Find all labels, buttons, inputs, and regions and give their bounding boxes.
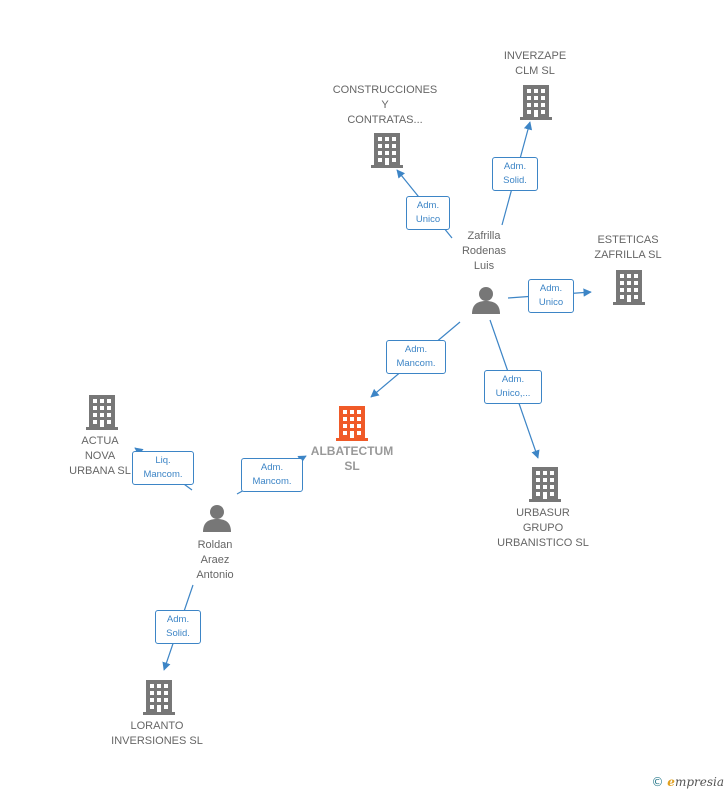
relation-label-line: Adm. [404, 344, 428, 355]
node-label-line: INVERZAPE [503, 50, 567, 62]
node-label-inverzape[interactable]: INVERZAPE CLM SL [475, 49, 595, 79]
node-label-line: CLM SL [515, 65, 555, 77]
node-label-line: Rodenas [461, 245, 507, 257]
relation-label-line: Mancom. [396, 358, 436, 369]
brand-e: e [667, 775, 675, 789]
node-label-line: ALBATECTUM [310, 444, 394, 458]
building-icon[interactable] [86, 395, 118, 430]
node-label-esteticas[interactable]: ESTETICAS ZAFRILLA SL [568, 233, 688, 263]
relation-label-roldan-actua[interactable]: Liq. Mancom. [132, 451, 194, 485]
node-label-line: INVERSIONES SL [111, 735, 203, 747]
node-label-line: ESTETICAS [597, 234, 659, 246]
relation-label-zafrilla-inverzape[interactable]: Adm. Solid. [492, 157, 538, 191]
node-label-line: NOVA [84, 450, 116, 462]
node-label-line: Antonio [196, 569, 234, 581]
relation-label-zafrilla-construcciones[interactable]: Adm. Unico [406, 196, 450, 230]
relation-label-line: Adm. [501, 374, 525, 385]
relation-label-line: Adm. [503, 161, 527, 172]
relation-label-line: Adm. [166, 614, 190, 625]
relation-label-line: Unico [538, 297, 564, 308]
person-icon[interactable] [203, 505, 231, 532]
node-label-line: CONTRATAS... [347, 114, 423, 126]
node-label-actua[interactable]: ACTUA NOVA URBANA SL [40, 434, 160, 479]
node-label-construcciones[interactable]: CONSTRUCCIONES Y CONTRATAS... [325, 83, 445, 128]
relation-label-line: Mancom. [143, 469, 183, 480]
node-label-line: SL [344, 459, 360, 473]
building-icon[interactable] [613, 270, 645, 305]
building-icon[interactable] [520, 85, 552, 120]
relation-label-zafrilla-albatectum[interactable]: Adm. Mancom. [386, 340, 446, 374]
node-label-line: GRUPO [522, 522, 564, 534]
node-label-urbasur[interactable]: URBASUR GRUPO URBANISTICO SL [483, 506, 603, 551]
relation-label-line: Adm. [416, 200, 440, 211]
node-label-line: URBANISTICO SL [497, 537, 589, 549]
relation-label-line: Solid. [503, 175, 527, 186]
node-label-line: ZAFRILLA SL [594, 249, 662, 261]
relation-label-line: Adm. [260, 462, 284, 473]
person-icon[interactable] [472, 287, 500, 314]
building-icon[interactable] [371, 133, 403, 168]
building-icon[interactable] [336, 406, 368, 441]
building-icon[interactable] [529, 467, 561, 502]
relation-label-line: Mancom. [252, 476, 292, 487]
relation-label-line: Unico,... [495, 388, 531, 399]
relation-label-zafrilla-esteticas[interactable]: Adm. Unico [528, 279, 574, 313]
building-icon[interactable] [143, 680, 175, 715]
relation-label-roldan-albatectum[interactable]: Adm. Mancom. [241, 458, 303, 492]
copyright-icon: © [651, 775, 664, 789]
node-label-line: URBASUR [516, 507, 570, 519]
relation-label-line: Liq. [155, 455, 171, 466]
node-label-line: Luis [473, 260, 495, 272]
relation-label-zafrilla-urbasur[interactable]: Adm. Unico,... [484, 370, 542, 404]
brand-name: mpresia [674, 775, 724, 789]
node-label-line: LORANTO [130, 720, 184, 732]
relation-label-roldan-loranto[interactable]: Adm. Solid. [155, 610, 201, 644]
node-label-line: Zafrilla [467, 230, 501, 242]
node-label-line: Araez [200, 554, 230, 566]
node-label-line: Y [381, 99, 389, 111]
node-label-line: CONSTRUCCIONES [332, 84, 438, 96]
node-label-line: Roldan [197, 539, 233, 551]
relation-label-line: Adm. [539, 283, 563, 294]
node-label-line: ACTUA [81, 435, 119, 447]
relation-label-line: Unico [415, 214, 441, 225]
relation-label-line: Solid. [166, 628, 190, 639]
node-label-line: URBANA SL [69, 465, 131, 477]
node-label-loranto[interactable]: LORANTO INVERSIONES SL [97, 719, 217, 749]
footer-brand: © empresia [651, 775, 724, 789]
